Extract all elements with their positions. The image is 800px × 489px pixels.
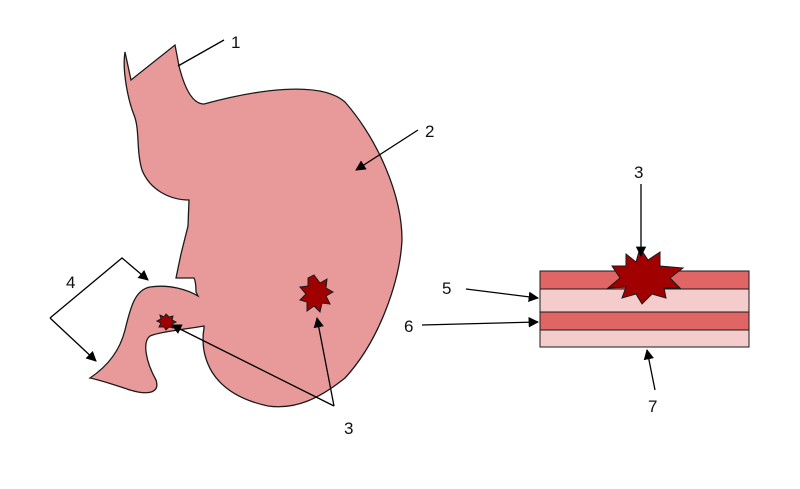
callout-esophagus: 1	[177, 33, 240, 67]
ulcer-leader-to-stomach	[313, 316, 335, 407]
stomach-outline	[88, 43, 403, 408]
duodenum-bracket-upper	[49, 257, 149, 319]
callout-cross-section-ulcer: 3	[634, 163, 647, 258]
esophagus-label: 1	[231, 33, 240, 52]
layer-upper-label: 5	[442, 279, 451, 298]
callout-layer-bottom: 7	[643, 348, 657, 416]
stomach-leader-arrow	[355, 129, 419, 171]
layer-middle-leader	[421, 317, 540, 328]
ulcer-leader-to-duodenum	[171, 324, 335, 407]
callout-layer-upper: 5	[442, 279, 540, 302]
layer-bottom-light	[539, 329, 750, 348]
cross-section-ulcer	[606, 246, 685, 305]
layer-middle-label: 6	[404, 317, 413, 336]
duodenum-bracket-lower	[49, 317, 97, 362]
duodenum-label: 4	[66, 273, 75, 292]
layer-middle-dark	[539, 311, 750, 331]
ulcer-label: 3	[344, 419, 353, 438]
callout-duodenum: 4	[49, 257, 149, 362]
stomach-illustration	[88, 43, 403, 408]
stomach-label: 2	[425, 122, 434, 141]
layer-bottom-leader	[643, 348, 656, 391]
layer-bottom-label: 7	[648, 397, 657, 416]
callout-layer-middle: 6	[404, 317, 540, 336]
callout-stomach: 2	[355, 122, 434, 171]
stomach-ulcer-large	[299, 274, 335, 313]
cross-section-ulcer-label: 3	[634, 163, 643, 182]
wall-cross-section	[539, 246, 750, 348]
callout-ulcers: 3	[171, 316, 353, 438]
layer-upper-leader	[465, 288, 540, 302]
esophagus-leader	[177, 39, 225, 67]
